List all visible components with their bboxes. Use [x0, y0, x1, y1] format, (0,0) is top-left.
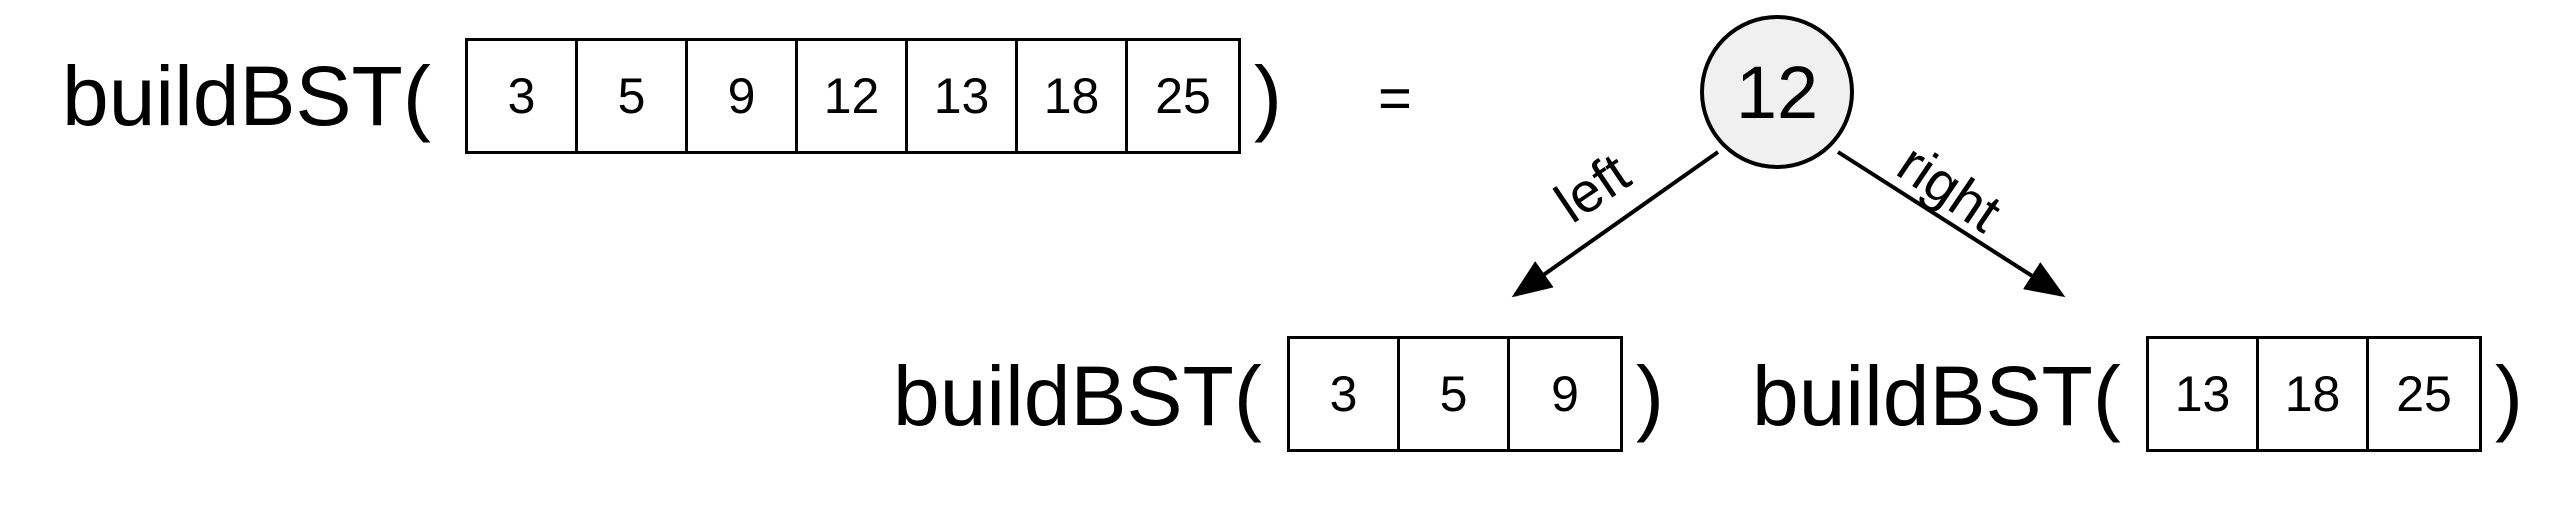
- root-node: 12: [1700, 15, 1854, 169]
- top-call-function-name: buildBST(: [62, 49, 431, 143]
- right-call-function-name: buildBST(: [1752, 349, 2121, 443]
- top-call-close-paren: ): [1254, 49, 1282, 143]
- array-cell: 13: [2149, 339, 2259, 449]
- right-call-array: 13 18 25: [2146, 336, 2482, 452]
- array-cell: 9: [688, 41, 798, 151]
- array-cell: 25: [2396, 366, 2452, 422]
- array-cell: 5: [578, 41, 688, 151]
- input-array: 3 5 9 12 13 18 25: [465, 38, 1241, 154]
- left-call-array: 3 5 9: [1287, 336, 1623, 452]
- left-call-function-name: buildBST(: [893, 349, 1262, 443]
- left-call-close-paren: ): [1636, 349, 1664, 443]
- right-call-close-paren: ): [2495, 349, 2523, 443]
- array-cell: 13: [908, 41, 1018, 151]
- array-cell: 3: [468, 41, 578, 151]
- array-cell: 18: [2259, 339, 2369, 449]
- array-cell: 3: [1290, 339, 1400, 449]
- array-cell: 12: [798, 41, 908, 151]
- array-cell: 9: [1551, 366, 1579, 422]
- array-cell: 5: [1400, 339, 1510, 449]
- right-edge-arrow: [1836, 150, 2066, 298]
- array-cell: 18: [1018, 41, 1128, 151]
- array-cell: 25: [1155, 68, 1211, 124]
- left-edge-arrow: [1511, 150, 1720, 298]
- equals-sign: =: [1378, 66, 1412, 131]
